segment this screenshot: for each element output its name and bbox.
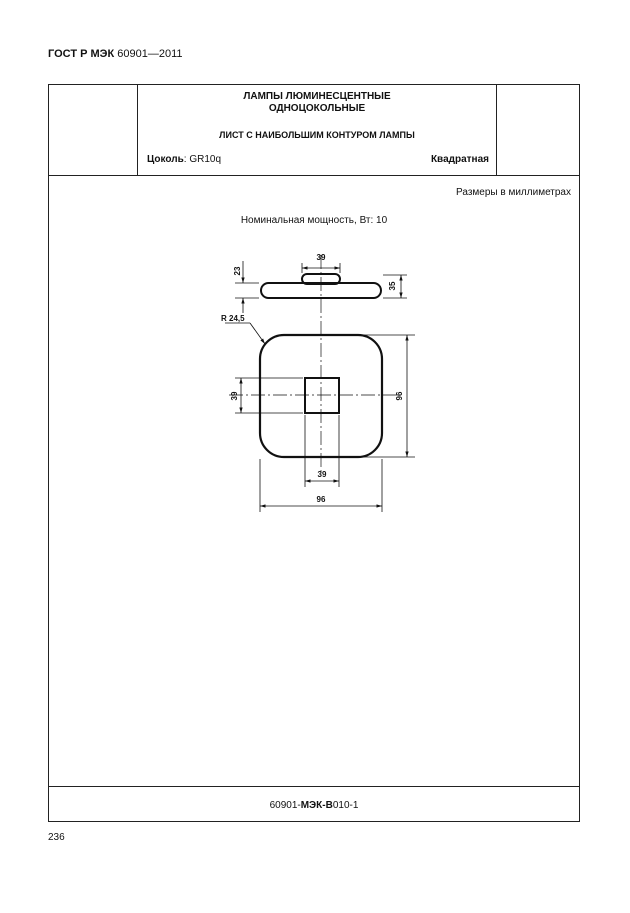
data-sheet: ЛАМПЫ ЛЮМИНЕСЦЕНТНЫЕ ОДНОЦОКОЛЬНЫЕ ЛИСТ … bbox=[48, 84, 580, 822]
sheet-subtitle: ЛИСТ С НАИБОЛЬШИМ КОНТУРОМ ЛАМПЫ bbox=[219, 130, 415, 140]
sheet-footer: 60901-МЭК-В010-1 bbox=[49, 786, 579, 823]
document-header: ГОСТ Р МЭК 60901—2011 bbox=[48, 48, 183, 60]
dim-thickness: 23 bbox=[233, 266, 242, 275]
title-block-left-cell bbox=[49, 85, 138, 175]
side-view: 39 23 35 bbox=[233, 253, 407, 313]
dim-square-width: 39 bbox=[318, 470, 327, 479]
base-front-square bbox=[304, 377, 340, 414]
standard-prefix: ГОСТ Р МЭК bbox=[48, 48, 115, 60]
sheet-title-line2: ОДНОЦОКОЛЬНЫЕ bbox=[268, 103, 366, 114]
sheet-code-prefix: 60901- bbox=[269, 800, 301, 811]
title-block-right-cell bbox=[496, 85, 579, 175]
shape-label: Квадратная bbox=[430, 154, 489, 165]
front-view: R 24,5 39 96 39 96 bbox=[221, 314, 415, 512]
base-value: : GR10q bbox=[183, 154, 222, 165]
dim-radius: R 24,5 bbox=[221, 314, 245, 323]
dim-square-height: 39 bbox=[230, 391, 239, 400]
lamp-front-outline bbox=[258, 333, 384, 459]
sheet-code: 60901-МЭК-В010-1 bbox=[49, 800, 579, 811]
dim-side-height: 35 bbox=[388, 281, 397, 290]
sheet-title-line1: ЛАМПЫ ЛЮМИНЕСЦЕНТНЫЕ bbox=[243, 91, 391, 102]
power-note: Номинальная мощность, Вт: 10 bbox=[240, 215, 388, 226]
sheet-title: ЛАМПЫ ЛЮМИНЕСЦЕНТНЫЕ ОДНОЦОКОЛЬНЫЕ bbox=[138, 91, 496, 115]
title-block: ЛАМПЫ ЛЮМИНЕСЦЕНТНЫЕ ОДНОЦОКОЛЬНЫЕ ЛИСТ … bbox=[49, 85, 579, 176]
base-info: Цоколь: GR10q bbox=[147, 154, 221, 165]
page-number: 236 bbox=[48, 832, 65, 843]
dim-overall-height: 96 bbox=[395, 391, 404, 400]
units-note: Размеры в миллиметрах bbox=[456, 187, 571, 198]
base-label: Цоколь bbox=[147, 154, 184, 165]
sheet-code-suffix: 010-1 bbox=[332, 800, 359, 811]
lamp-outline-drawing: 39 23 35 R 24,5 bbox=[221, 253, 415, 512]
standard-number: 60901—2011 bbox=[117, 48, 183, 60]
dim-overall-width: 96 bbox=[317, 495, 326, 504]
sheet-code-mid: МЭК-В bbox=[300, 800, 333, 811]
